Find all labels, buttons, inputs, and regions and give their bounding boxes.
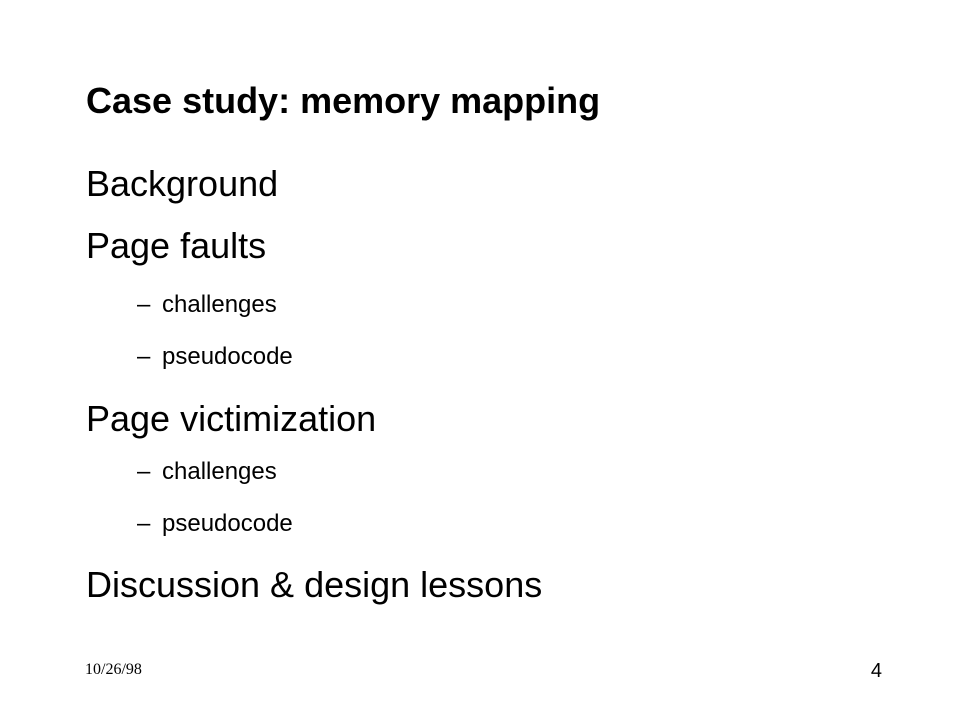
sub-bullet-page-victimization-pseudocode: –pseudocode [137,508,293,540]
dash-marker: – [137,291,151,318]
dash-marker: – [137,343,151,370]
bullet-page-victimization: Page victimization [86,397,376,441]
bullet-discussion-design-lessons: Discussion & design lessons [86,563,542,607]
bullet-text: Discussion & design lessons [86,564,543,605]
bullet-background: Background [86,162,278,206]
sub-bullet-text: challenges [162,458,277,485]
sub-bullet-page-faults-pseudocode: –pseudocode [137,341,293,373]
page-number: 4 [870,660,882,682]
bullet-page-faults: Page faults [86,224,266,268]
bullet-list: Background Page faults –challenges –pseu… [86,0,946,720]
slide-title: Case study: memory mapping [86,80,601,121]
bullet-text: Background [86,163,279,204]
dash-marker: – [137,510,151,537]
footer-date: 10/26/98 [85,661,142,678]
dash-marker: – [137,458,151,485]
sub-bullet-page-victimization-challenges: –challenges [137,456,277,488]
sub-bullet-page-faults-challenges: –challenges [137,289,277,321]
bullet-text: Page victimization [86,398,377,439]
sub-bullet-text: challenges [162,291,277,318]
bullet-text: Page faults [86,225,267,266]
sub-bullet-text: pseudocode [162,510,293,537]
sub-bullet-text: pseudocode [162,343,293,370]
